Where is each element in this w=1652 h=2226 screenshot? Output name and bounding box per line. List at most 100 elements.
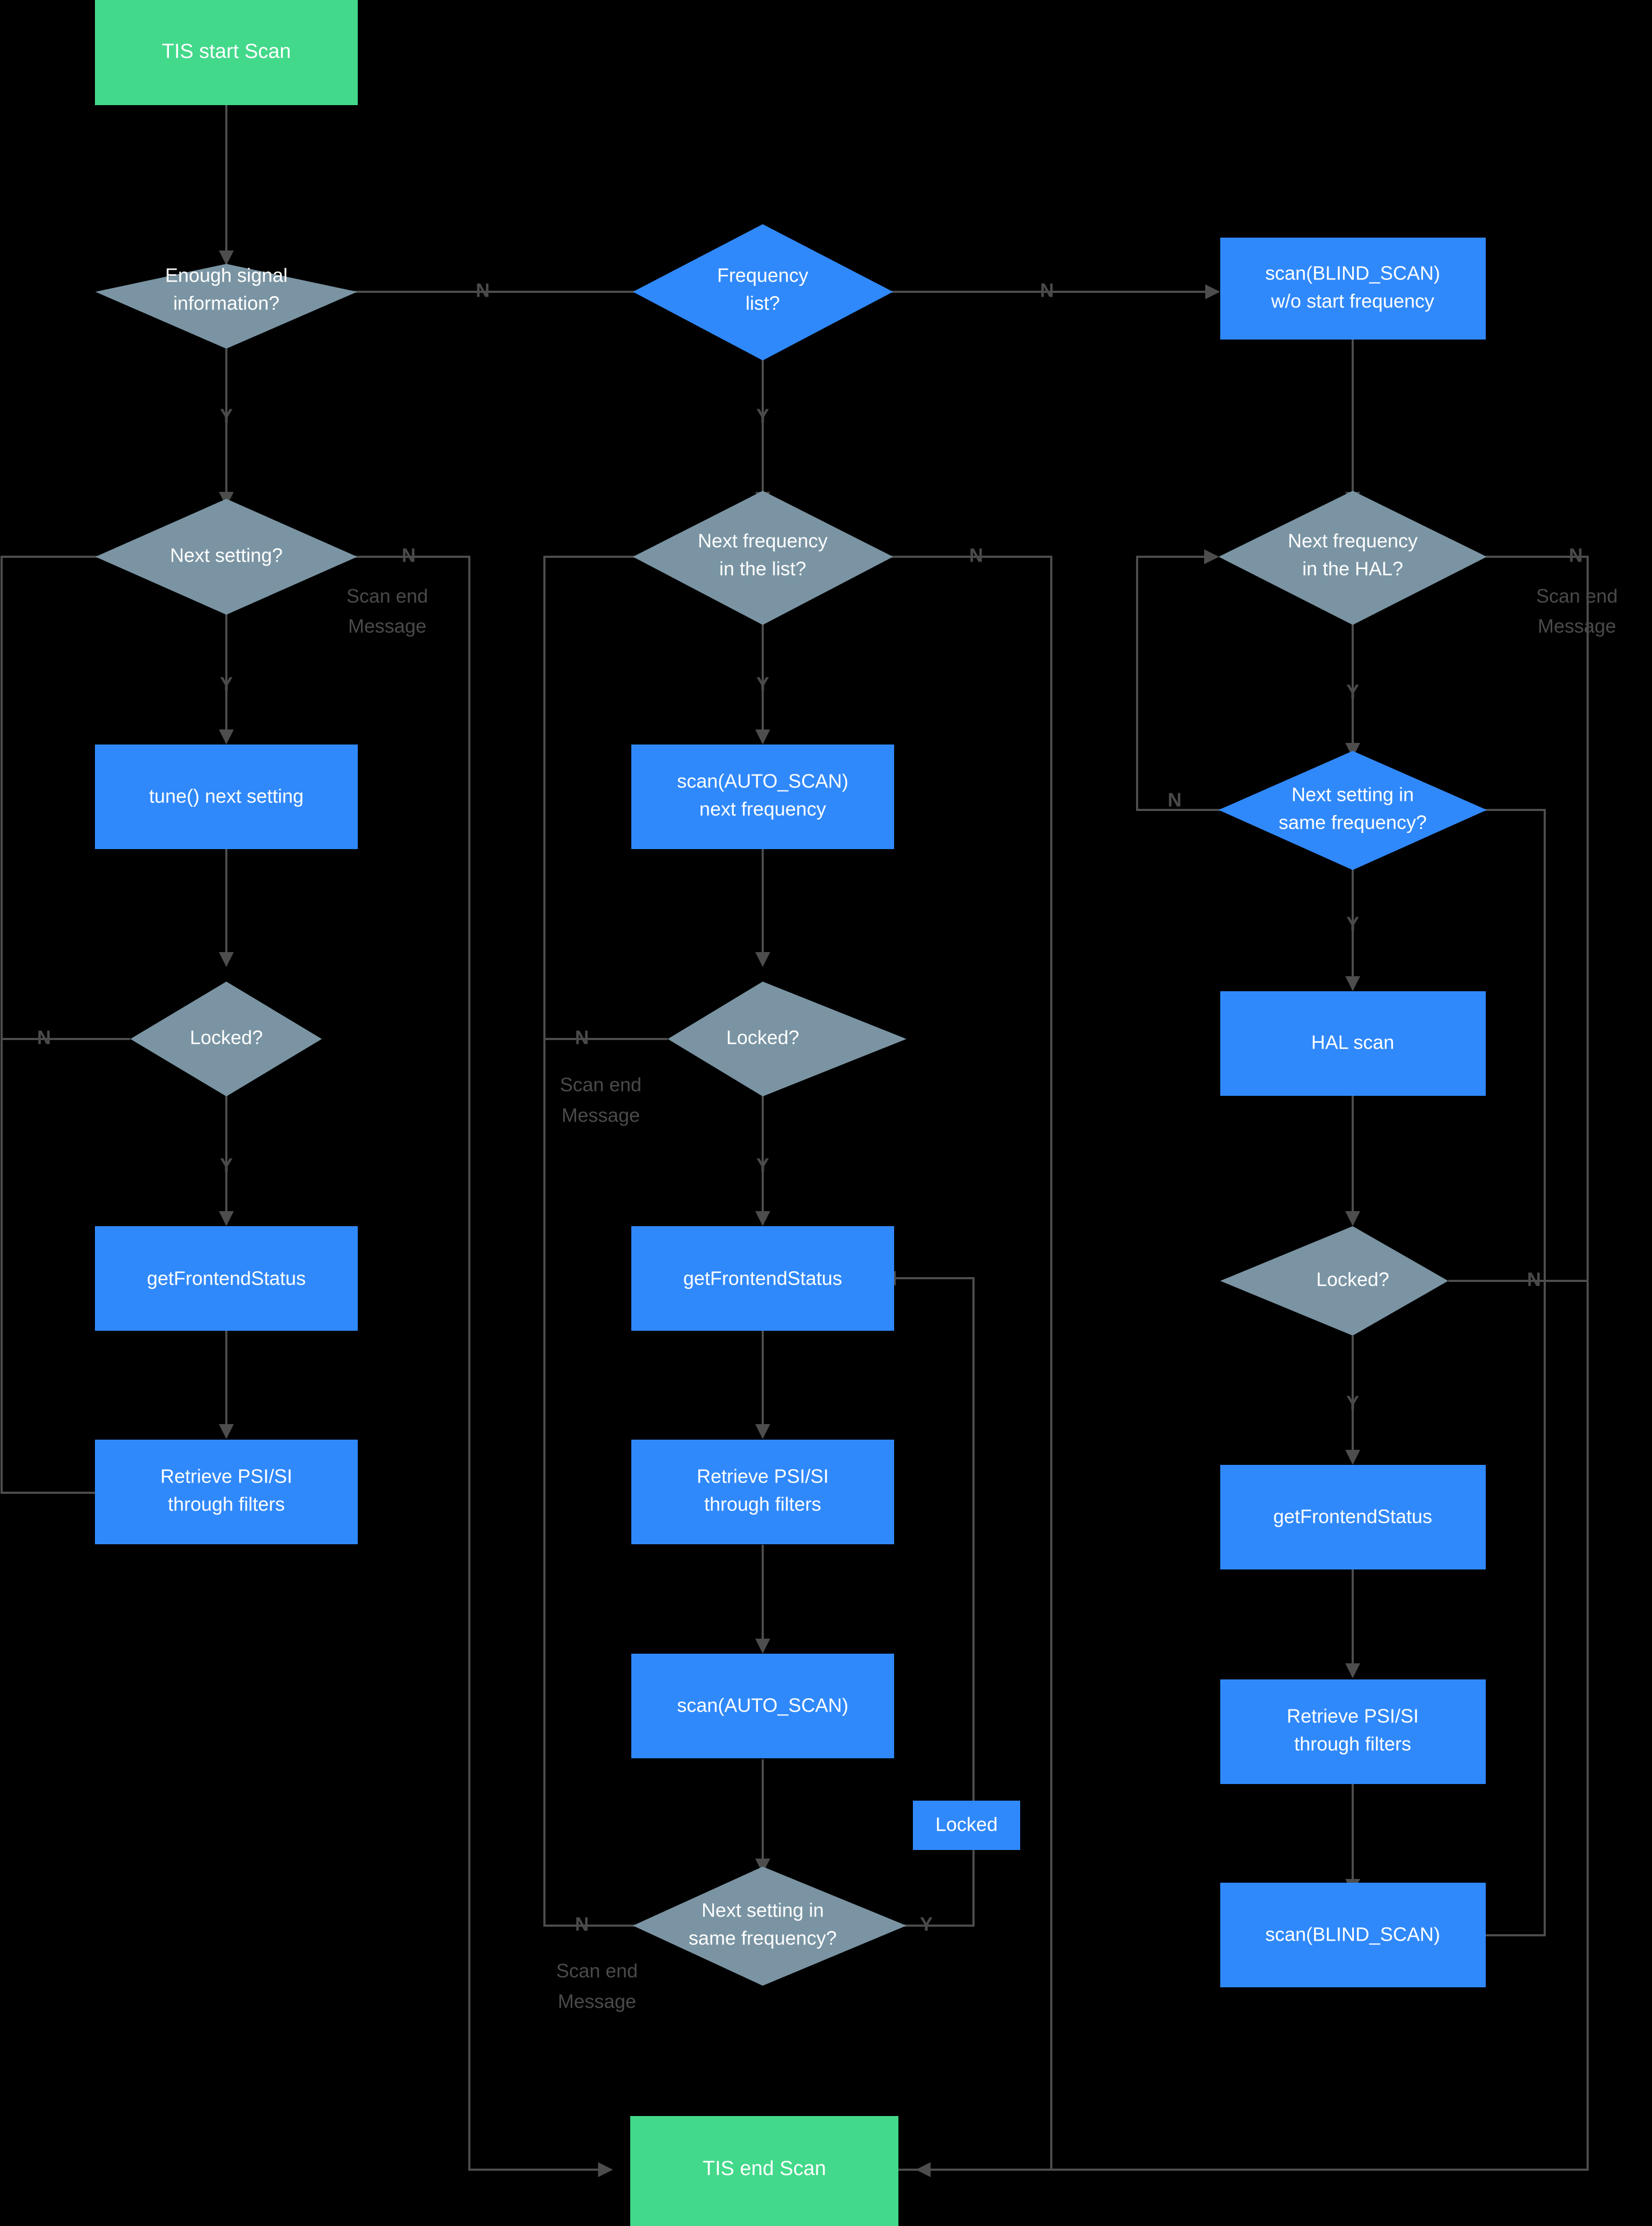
edge-label-enough-signal-no: N bbox=[476, 279, 490, 301]
node-label-next-freq-list-2: in the list? bbox=[719, 558, 806, 580]
node-scan-auto-scan[interactable]: scan(AUTO_SCAN) bbox=[631, 1654, 894, 1758]
edge-label-locked-left-no: N bbox=[37, 1027, 51, 1049]
node-get-frontend-status-right[interactable]: getFrontendStatus bbox=[1220, 1465, 1486, 1569]
node-label-blindscan-start-1: scan(BLIND_SCAN) bbox=[1265, 262, 1440, 284]
edge-label-freq-list-no: N bbox=[1040, 279, 1054, 301]
note-scan-end-mid2-2: Message bbox=[558, 1991, 636, 2013]
node-next-frequency-in-the-list[interactable]: Next frequency in the list? bbox=[633, 491, 893, 625]
note-scan-end-right-1: Scan end bbox=[1536, 585, 1618, 607]
node-enough-signal-information[interactable]: Enough signal information? bbox=[95, 264, 357, 349]
node-label-autoscan: scan(AUTO_SCAN) bbox=[677, 1694, 848, 1716]
node-retrieve-psi-si-mid[interactable]: Retrieve PSI/SI through filters bbox=[631, 1440, 894, 1544]
edge-next-setting-same-hal-no bbox=[1136, 549, 1258, 811]
node-get-frontend-status-left[interactable]: getFrontendStatus bbox=[95, 1226, 358, 1331]
edge-label-locked-right-yes: Y bbox=[1346, 1392, 1359, 1414]
edge-next-setting-same-mid-yes bbox=[881, 1271, 975, 1927]
node-label-psi-left-1: Retrieve PSI/SI bbox=[160, 1465, 292, 1487]
node-scan-blind-scan[interactable]: scan(BLIND_SCAN) bbox=[1220, 1883, 1486, 1987]
node-tis-end-scan[interactable]: TIS end Scan bbox=[630, 2116, 898, 2226]
node-label-next-setting-same-mid-2: same frequency? bbox=[689, 1927, 837, 1949]
edge-label-enough-signal-yes: Y bbox=[220, 405, 233, 427]
edge-next-freq-list-no bbox=[878, 556, 1052, 2177]
node-label-locked-right: Locked? bbox=[1316, 1269, 1389, 1291]
edge-locked-mid-no bbox=[543, 549, 668, 1040]
edge-label-freq-list-yes: Y bbox=[756, 405, 769, 427]
node-scan-auto-scan-next-frequency[interactable]: scan(AUTO_SCAN) next frequency bbox=[631, 745, 894, 849]
edge-locked-left-no bbox=[1, 549, 131, 1040]
node-get-frontend-status-mid[interactable]: getFrontendStatus bbox=[631, 1226, 894, 1331]
edge-labels: N Y N Y N Y N Y N Y N Y N Y N Y N Y N Y bbox=[37, 279, 1583, 1935]
node-retrieve-psi-si-right[interactable]: Retrieve PSI/SI through filters bbox=[1220, 1679, 1486, 1784]
edge-label-next-setting-same-mid-no: N bbox=[575, 1913, 589, 1935]
node-label-blindscan: scan(BLIND_SCAN) bbox=[1265, 1923, 1440, 1945]
connectors bbox=[1, 105, 1589, 2177]
node-locked-left[interactable]: Locked? bbox=[130, 982, 322, 1096]
edge-next-setting-no bbox=[322, 556, 613, 2177]
node-label-hal-scan: HAL scan bbox=[1311, 1031, 1395, 1053]
note-scan-end-left-2: Message bbox=[348, 615, 426, 637]
edge-label-locked-left-yes: Y bbox=[220, 1154, 233, 1176]
edge-label-next-setting-same-mid-yes: Y bbox=[920, 1913, 933, 1935]
edge-label-locked-mid-no: N bbox=[575, 1027, 589, 1049]
node-retrieve-psi-si-left[interactable]: Retrieve PSI/SI through filters bbox=[95, 1440, 358, 1544]
node-label-next-setting-same-hal-2: same frequency? bbox=[1279, 812, 1427, 834]
node-next-frequency-in-the-hal[interactable]: Next frequency in the HAL? bbox=[1219, 491, 1487, 625]
node-locked-tag[interactable]: Locked bbox=[913, 1801, 1020, 1850]
edge-label-next-setting-same-hal-no: N bbox=[1168, 789, 1182, 811]
node-label-psi-left-2: through filters bbox=[168, 1493, 285, 1515]
edge-label-halscan-yes: Y bbox=[1346, 913, 1359, 935]
node-label-gfs-right: getFrontendStatus bbox=[1273, 1506, 1432, 1528]
node-label-autoscan-next-2: next frequency bbox=[699, 798, 826, 820]
node-label-gfs-mid: getFrontendStatus bbox=[683, 1267, 842, 1289]
node-label-psi-mid-1: Retrieve PSI/SI bbox=[697, 1465, 829, 1487]
node-label-psi-right-1: Retrieve PSI/SI bbox=[1287, 1705, 1419, 1727]
note-scan-end-mid-2: Message bbox=[562, 1104, 640, 1126]
node-label-psi-mid-2: through filters bbox=[704, 1493, 821, 1515]
edge-label-next-setting-no: N bbox=[402, 544, 416, 566]
node-label-blindscan-start-2: w/o start frequency bbox=[1271, 290, 1434, 312]
note-scan-end-mid-1: Scan end bbox=[560, 1074, 641, 1096]
edge-label-locked-right-no: N bbox=[1527, 1269, 1541, 1291]
node-label-enough-signal-1: Enough signal bbox=[165, 264, 287, 286]
edge-label-locked-mid-yes: Y bbox=[756, 1154, 769, 1176]
note-scan-end-mid2-1: Scan end bbox=[556, 1960, 638, 1982]
node-label-frequency-list-1: Frequency bbox=[717, 264, 808, 286]
edge-label-next-freq-list-yes: Y bbox=[756, 673, 769, 695]
node-next-setting-in-same-frequency-mid[interactable]: Next setting in same frequency? bbox=[633, 1867, 906, 1986]
node-next-setting[interactable]: Next setting? bbox=[95, 499, 357, 615]
node-label-enough-signal-2: information? bbox=[173, 292, 279, 314]
node-label-psi-right-2: through filters bbox=[1294, 1733, 1411, 1755]
node-tune-next-setting[interactable]: tune() next setting bbox=[95, 745, 358, 849]
node-tis-start-scan[interactable]: TIS start Scan bbox=[95, 0, 358, 105]
node-next-setting-in-same-frequency-hal[interactable]: Next setting in same frequency? bbox=[1219, 751, 1487, 870]
node-label-next-setting-same-mid-1: Next setting in bbox=[702, 1899, 824, 1921]
node-label-frequency-list-2: list? bbox=[746, 292, 780, 314]
edge-psi-left-loop bbox=[1, 1039, 95, 1494]
node-locked-right[interactable]: Locked? bbox=[1220, 1226, 1448, 1336]
edge-label-next-setting-same-hal-yes: Y bbox=[1346, 681, 1359, 703]
node-label-next-setting: Next setting? bbox=[170, 544, 283, 566]
node-frequency-list[interactable]: Frequency list? bbox=[633, 224, 893, 360]
note-scan-end-right-2: Message bbox=[1538, 615, 1616, 637]
node-label-next-freq-list-1: Next frequency bbox=[698, 530, 828, 552]
edge-next-freq-hal-no bbox=[916, 556, 1589, 2177]
node-hal-scan[interactable]: HAL scan bbox=[1220, 991, 1486, 1096]
note-scan-end-left-1: Scan end bbox=[346, 585, 428, 607]
node-label-gfs-left: getFrontendStatus bbox=[147, 1267, 306, 1289]
edge-label-next-freq-list-no: N bbox=[969, 544, 983, 566]
node-label-next-freq-hal-2: in the HAL? bbox=[1302, 558, 1403, 580]
node-label-autoscan-next-1: scan(AUTO_SCAN) bbox=[677, 770, 848, 792]
edge-label-next-setting-yes: Y bbox=[220, 673, 233, 695]
node-label-next-freq-hal-1: Next frequency bbox=[1288, 530, 1418, 552]
edge-label-next-freq-hal-no: N bbox=[1569, 544, 1583, 566]
node-label-locked-mid: Locked? bbox=[726, 1027, 799, 1049]
node-scan-blind-scan-without-start-frequency[interactable]: scan(BLIND_SCAN) w/o start frequency bbox=[1220, 238, 1486, 340]
edge-blindscan-loop bbox=[1449, 802, 1546, 1936]
node-label-next-setting-same-hal-1: Next setting in bbox=[1292, 784, 1414, 806]
node-locked-mid[interactable]: Locked? bbox=[668, 982, 906, 1096]
node-label-tune-next: tune() next setting bbox=[149, 785, 304, 807]
edge-next-setting-same-mid-no bbox=[543, 1039, 668, 1927]
node-label-start: TIS start Scan bbox=[162, 40, 291, 63]
